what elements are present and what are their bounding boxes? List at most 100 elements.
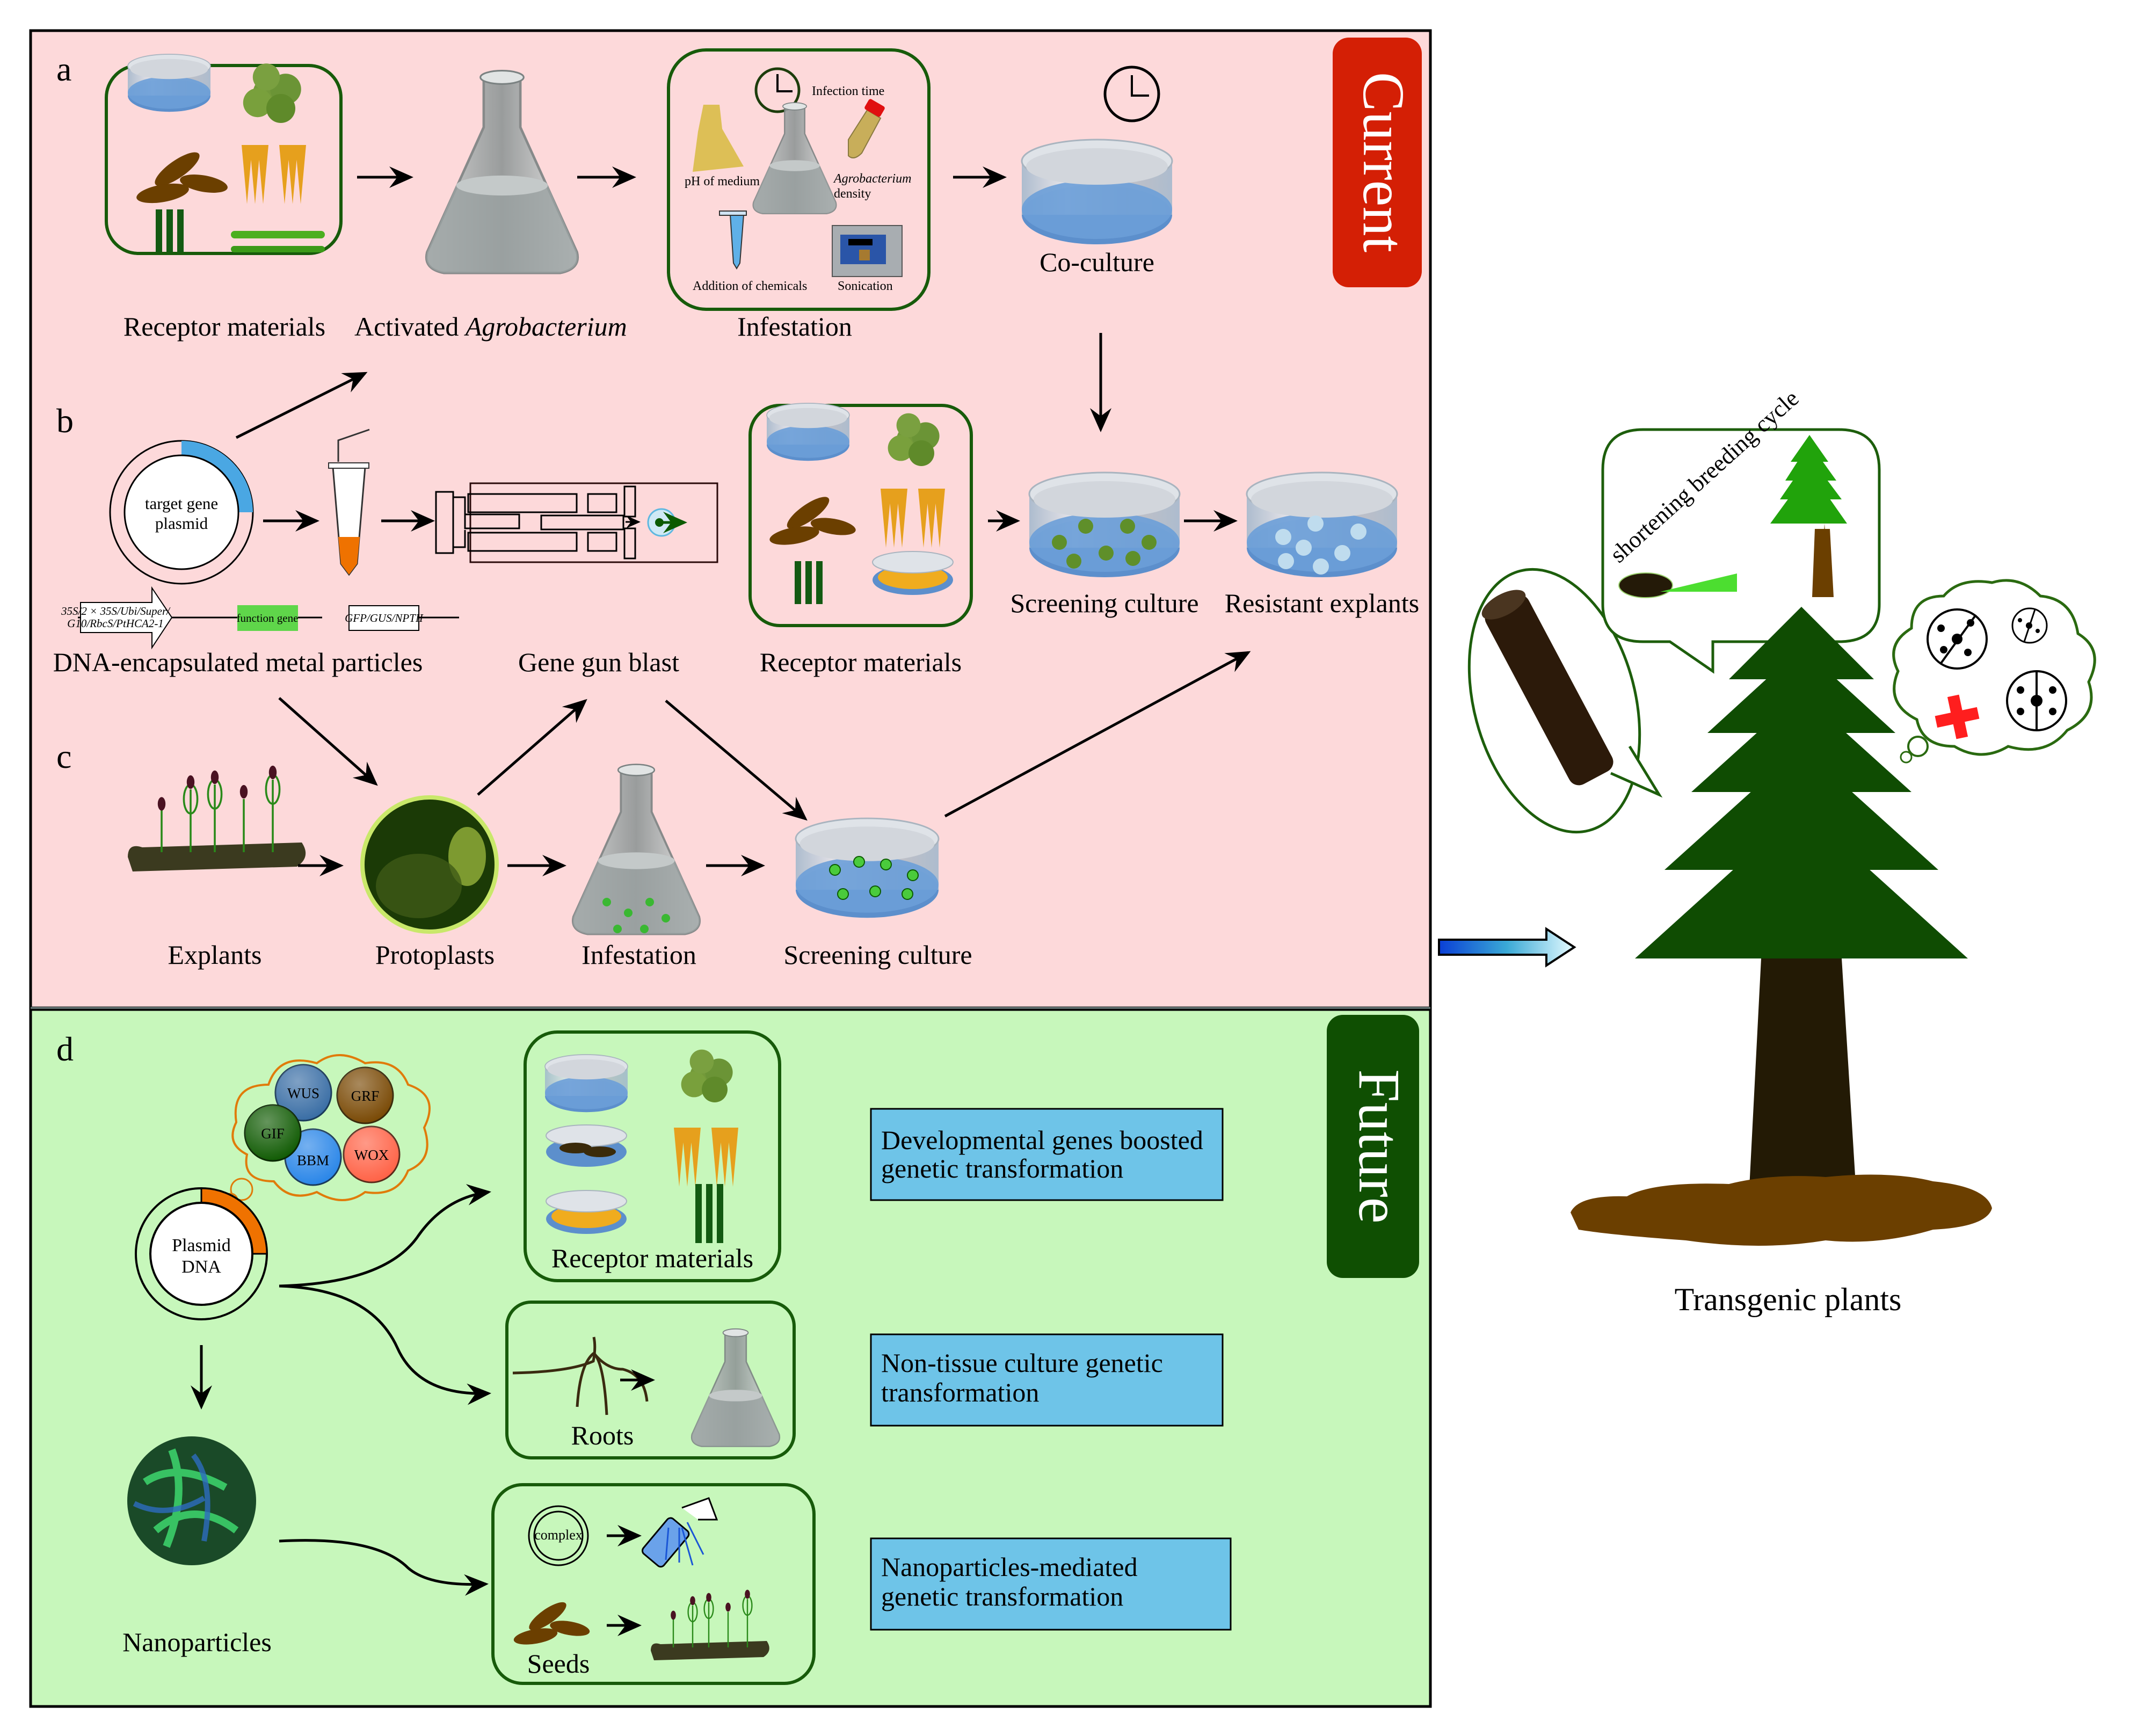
screening-culture-label-c: Screening culture	[783, 940, 972, 970]
explants-label: Explants	[168, 940, 262, 970]
sonication-label: Sonication	[838, 279, 893, 293]
arrow-icon	[279, 1184, 491, 1288]
gene-ball-wus: WUS	[274, 1064, 332, 1122]
complex-label: complex	[534, 1527, 583, 1543]
protoplast-icon	[360, 795, 499, 934]
gene-gun-label: Gene gun blast	[518, 647, 679, 677]
svg-text:GFP/GUS/NPTII: GFP/GUS/NPTII	[345, 612, 424, 624]
future-tag: Future	[1327, 1015, 1419, 1278]
resistant-dish	[1246, 471, 1398, 578]
gradient-arrow-icon	[1438, 927, 1576, 968]
svg-text:Nanoparticles-mediated: Nanoparticles-mediated	[881, 1552, 1138, 1582]
receptor-materials-box-a	[105, 54, 343, 255]
marker-gene-box	[348, 605, 419, 631]
svg-text:target gene: target gene	[145, 494, 218, 513]
infestation-label-a: Infestation	[737, 311, 852, 342]
svg-text:function gene: function gene	[237, 612, 299, 624]
panel-letter-d: d	[56, 1030, 74, 1068]
log-bubble	[1467, 568, 1663, 834]
infestation-box: Infection time pH of medium Agrobacteriu…	[667, 48, 931, 311]
svg-text:plasmid: plasmid	[155, 514, 208, 533]
svg-text:Future: Future	[1347, 1069, 1412, 1223]
gene-balls: WUS GRF BBM GIF WOX	[223, 1064, 401, 1208]
arrow-icon	[279, 1284, 491, 1405]
transgenic-tree-icon	[1571, 607, 1992, 1246]
red-cross-icon	[1935, 694, 1980, 739]
nanoparticle-box: complex Seeds	[491, 1483, 816, 1685]
construct-cassette: 35S/2 × 35S/Ubi/Super/ G10/RbcS/PtHCA2-1…	[61, 586, 459, 650]
nanoparticles-label: Nanoparticles	[122, 1627, 272, 1657]
svg-text:GIF: GIF	[261, 1125, 285, 1142]
seed-icon	[1618, 572, 1673, 598]
svg-text:WOX: WOX	[354, 1147, 389, 1163]
spray-bottle-icon	[641, 1497, 718, 1568]
arrow-icon	[278, 697, 378, 786]
small-tree-icon	[1770, 435, 1847, 597]
panel-letter-b: b	[56, 402, 74, 440]
screening-culture-label-b: Screening culture	[1010, 588, 1198, 618]
chemicals-label: Addition of chemicals	[693, 279, 807, 293]
seeds-label: Seeds	[527, 1648, 590, 1679]
screening-dish-b	[1028, 471, 1181, 578]
clock-icon	[1103, 66, 1160, 122]
method-box-non-tissue: Non-tissue culture genetic transformatio…	[870, 1333, 1224, 1427]
clock-icon	[754, 67, 801, 113]
petri-dish-icon	[127, 54, 211, 113]
svg-text:genetic transformation: genetic transformation	[881, 1581, 1123, 1611]
nanoparticles-icon	[127, 1436, 256, 1565]
svg-text:Developmental genes boosted: Developmental genes boosted	[881, 1125, 1203, 1155]
growth-wedge-icon	[1660, 573, 1737, 592]
log-icon	[1481, 590, 1613, 786]
gene-ball-wox: WOX	[343, 1125, 401, 1183]
tube-icon	[328, 428, 370, 576]
stripes-icon	[695, 1184, 723, 1243]
receptor-materials-box-b	[748, 403, 973, 627]
ph-label: pH of medium	[685, 175, 760, 188]
svg-text:35S/2 × 35S/Ubi/Super/: 35S/2 × 35S/Ubi/Super/	[61, 605, 171, 618]
roots-box: Roots	[505, 1301, 796, 1459]
panel-letter-c: c	[56, 737, 71, 775]
receptor-materials-label-d: Receptor materials	[551, 1243, 753, 1273]
agrobacterium-density-label: Agrobacterium	[833, 172, 911, 186]
sonicator-icon	[832, 225, 903, 277]
arrow-icon	[279, 1539, 489, 1596]
panel-letter-a: a	[56, 50, 71, 88]
method-box-nanoparticles: Nanoparticles-mediated genetic transform…	[870, 1537, 1232, 1631]
leaf-icon	[231, 231, 325, 238]
arrow-icon	[944, 651, 1251, 818]
arrow-icon	[477, 699, 587, 796]
stripes-icon	[795, 561, 823, 604]
svg-text:WUS: WUS	[287, 1085, 319, 1101]
protoplasts-label: Protoplasts	[375, 940, 495, 970]
svg-text:Non-tissue culture genetic: Non-tissue culture genetic	[881, 1348, 1163, 1378]
infection-time-label: Infection time	[812, 84, 884, 98]
infestation-label-c: Infestation	[582, 940, 696, 970]
resistant-explants-label: Resistant explants	[1225, 588, 1419, 618]
pest-bubble	[1892, 579, 2096, 764]
stripes-icon	[156, 209, 184, 252]
gene-ball-gif: GIF	[244, 1104, 302, 1162]
method-box-developmental: Developmental genes boosted genetic tran…	[870, 1108, 1224, 1201]
breeding-bubble: shortening breeding cycle	[1601, 385, 1881, 674]
transgenic-plants-label: Transgenic plants	[1675, 1282, 1902, 1317]
current-tag: Current	[1333, 38, 1422, 287]
gene-cloud	[231, 1054, 431, 1201]
svg-text:genetic transformation: genetic transformation	[881, 1153, 1123, 1183]
receptor-materials-label-b: Receptor materials	[760, 647, 962, 677]
svg-text:GRF: GRF	[351, 1088, 380, 1104]
infestation-flask-c	[571, 763, 701, 935]
svg-text:BBM: BBM	[297, 1152, 329, 1168]
svg-text:Current: Current	[1351, 72, 1416, 252]
svg-text:G10/RbcS/PtHCA2-1: G10/RbcS/PtHCA2-1	[67, 617, 164, 630]
function-gene-box	[237, 605, 298, 631]
petri-dish-icon	[766, 403, 850, 462]
orange-dish-icon	[546, 1190, 627, 1234]
screening-dish-c	[795, 817, 940, 919]
petri-dish-icon	[544, 1054, 628, 1113]
svg-text:transformation: transformation	[881, 1377, 1039, 1407]
flask-yellow-icon	[693, 105, 744, 172]
receptor-materials-label-a: Receptor materials	[123, 311, 325, 342]
agrobacterium-label: Activated Agrobacterium	[354, 311, 627, 342]
plasmid-d: Plasmid DNA	[135, 1187, 268, 1320]
